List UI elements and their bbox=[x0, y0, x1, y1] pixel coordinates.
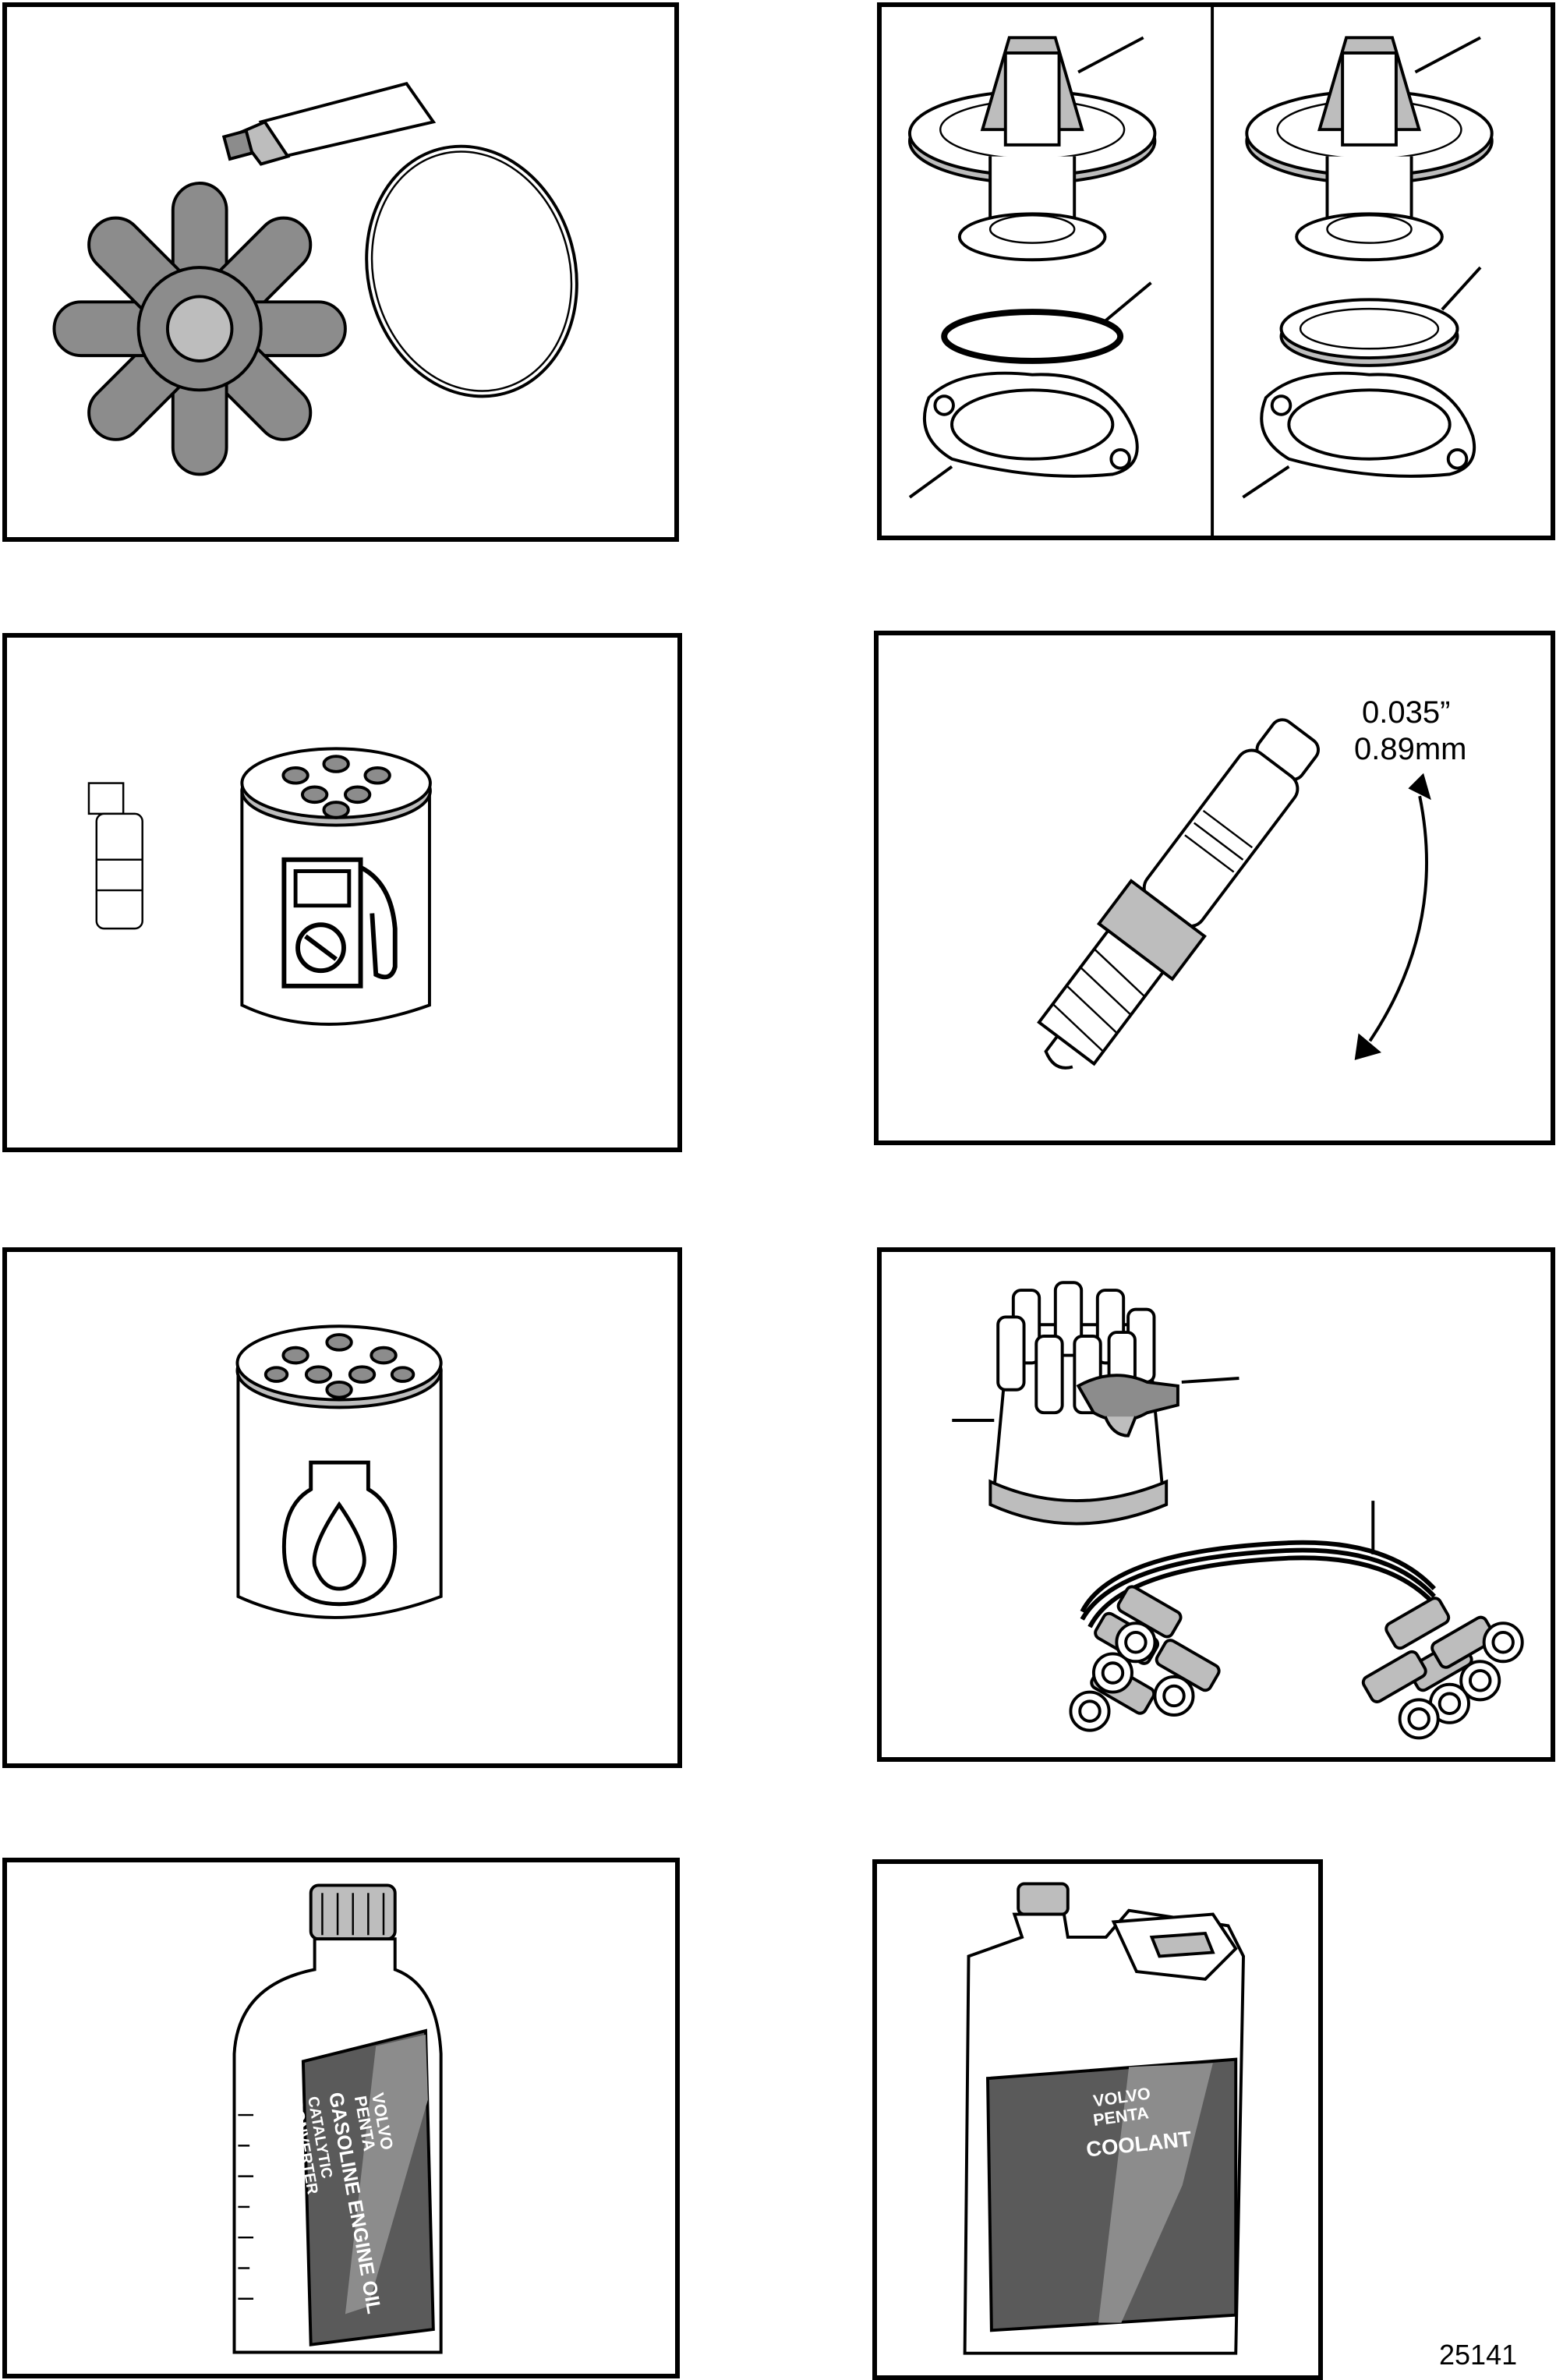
engine-oil-panel: VOLVO PENTA GASOLINE ENGINE OIL CATALYTI… bbox=[2, 1858, 680, 2378]
thermostat-kit-illustration bbox=[907, 7, 1494, 536]
seal-ring-icon bbox=[1279, 266, 1482, 367]
spark-plug-panel: 0.035” 0.89mm bbox=[874, 631, 1555, 1145]
fuel-filter-illustration bbox=[87, 747, 432, 1026]
spark-plug-icon bbox=[1037, 718, 1320, 1070]
coolant-illustration: VOLVO PENTA COOLANT bbox=[963, 1882, 1246, 2355]
oil-bottle-icon: VOLVO PENTA GASOLINE ENGINE OIL CATALYTI… bbox=[232, 1883, 443, 2354]
oil-filter-illustration bbox=[235, 1324, 443, 1619]
rotor-icon bbox=[1076, 1374, 1239, 1438]
o-ring-icon bbox=[365, 144, 578, 398]
fuel-pump-icon bbox=[87, 782, 143, 930]
thermostat-kit-panel bbox=[877, 2, 1555, 540]
spark-plug-gap-mm: 0.89mm bbox=[1354, 732, 1467, 766]
engine-oil-illustration: VOLVO PENTA GASOLINE ENGINE OIL CATALYTI… bbox=[232, 1883, 443, 2354]
impeller-icon bbox=[52, 182, 347, 476]
ignition-kit-illustration bbox=[952, 1281, 1524, 1740]
distributor-cap-icon bbox=[952, 1281, 1169, 1526]
spark-plug-gap-inch: 0.035” bbox=[1362, 695, 1451, 730]
spark-plug-wires-icon bbox=[1069, 1501, 1524, 1740]
impeller-kit-illustration bbox=[52, 82, 578, 476]
grease-tube-icon bbox=[221, 82, 437, 166]
fuel-filter-icon bbox=[240, 747, 432, 1026]
gasket-icon bbox=[1242, 371, 1476, 499]
figure-number: 25141 bbox=[1439, 2339, 1518, 2371]
seal-ring-icon bbox=[941, 281, 1152, 364]
thermostat-icon bbox=[907, 36, 1157, 262]
fuel-pump-symbol-icon bbox=[281, 857, 398, 988]
ignition-kit-panel bbox=[877, 1247, 1555, 1762]
impeller-kit-panel bbox=[2, 2, 679, 542]
thermostat-icon bbox=[1245, 36, 1494, 262]
gasket-icon bbox=[908, 371, 1139, 499]
oil-filter-panel bbox=[2, 1247, 682, 1768]
spark-plug-illustration bbox=[1037, 718, 1431, 1070]
oil-filter-icon bbox=[235, 1324, 443, 1619]
oil-drop-symbol-icon bbox=[281, 1460, 398, 1607]
gap-arrow bbox=[1368, 795, 1428, 1042]
coolant-jug-icon: VOLVO PENTA COOLANT bbox=[963, 1882, 1246, 2355]
fuel-filter-panel bbox=[2, 633, 682, 1152]
coolant-panel: VOLVO PENTA COOLANT bbox=[872, 1859, 1323, 2380]
